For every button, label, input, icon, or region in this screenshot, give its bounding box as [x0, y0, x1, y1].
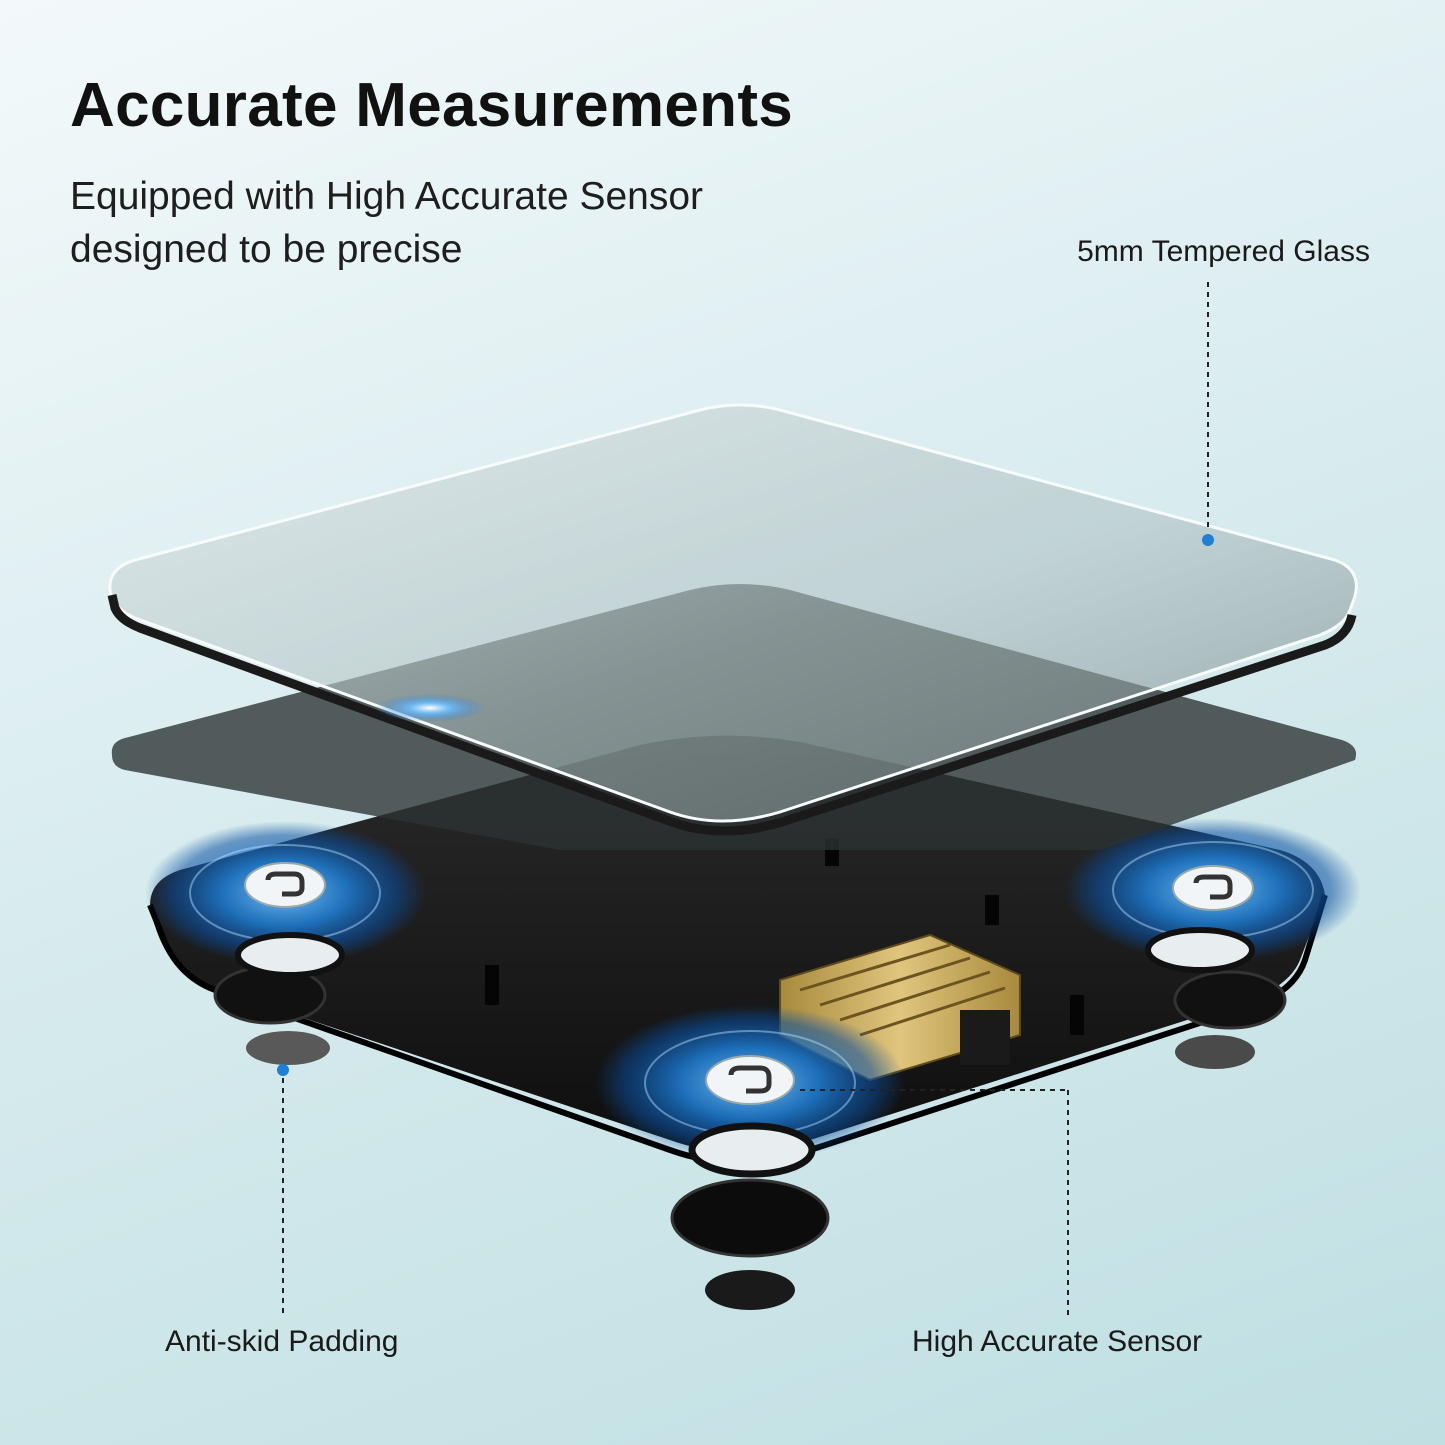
callout-anti-skid-padding: Anti-skid Padding [165, 1325, 399, 1358]
sensor-logo-icon [265, 871, 305, 897]
page-title: Accurate Measurements [70, 71, 794, 140]
sensor-glow-right [1065, 818, 1361, 973]
battery-icon [779, 933, 1021, 1082]
callout-tempered-glass: 5mm Tempered Glass [1077, 235, 1370, 268]
tempered-glass-plate [107, 403, 1358, 836]
sensor-glow-left [145, 821, 425, 978]
sensor-logo-icon [728, 1065, 772, 1094]
callout-high-accurate-sensor: High Accurate Sensor [912, 1325, 1203, 1358]
page-subtitle: Equipped with High Accurate Sensor desig… [70, 170, 830, 276]
sensor-glow-front [595, 1005, 905, 1178]
anti-skid-foot-icon [213, 965, 1287, 1310]
callout-leader-sensor [800, 1089, 1069, 1315]
callout-leader-padding [277, 1064, 289, 1315]
subtitle-line-2: designed to be precise [70, 228, 463, 271]
subtitle-line-1: Equipped with High Accurate Sensor [70, 175, 704, 218]
callout-leader-glass [1202, 282, 1214, 546]
sensor-logo-icon [1193, 874, 1233, 900]
